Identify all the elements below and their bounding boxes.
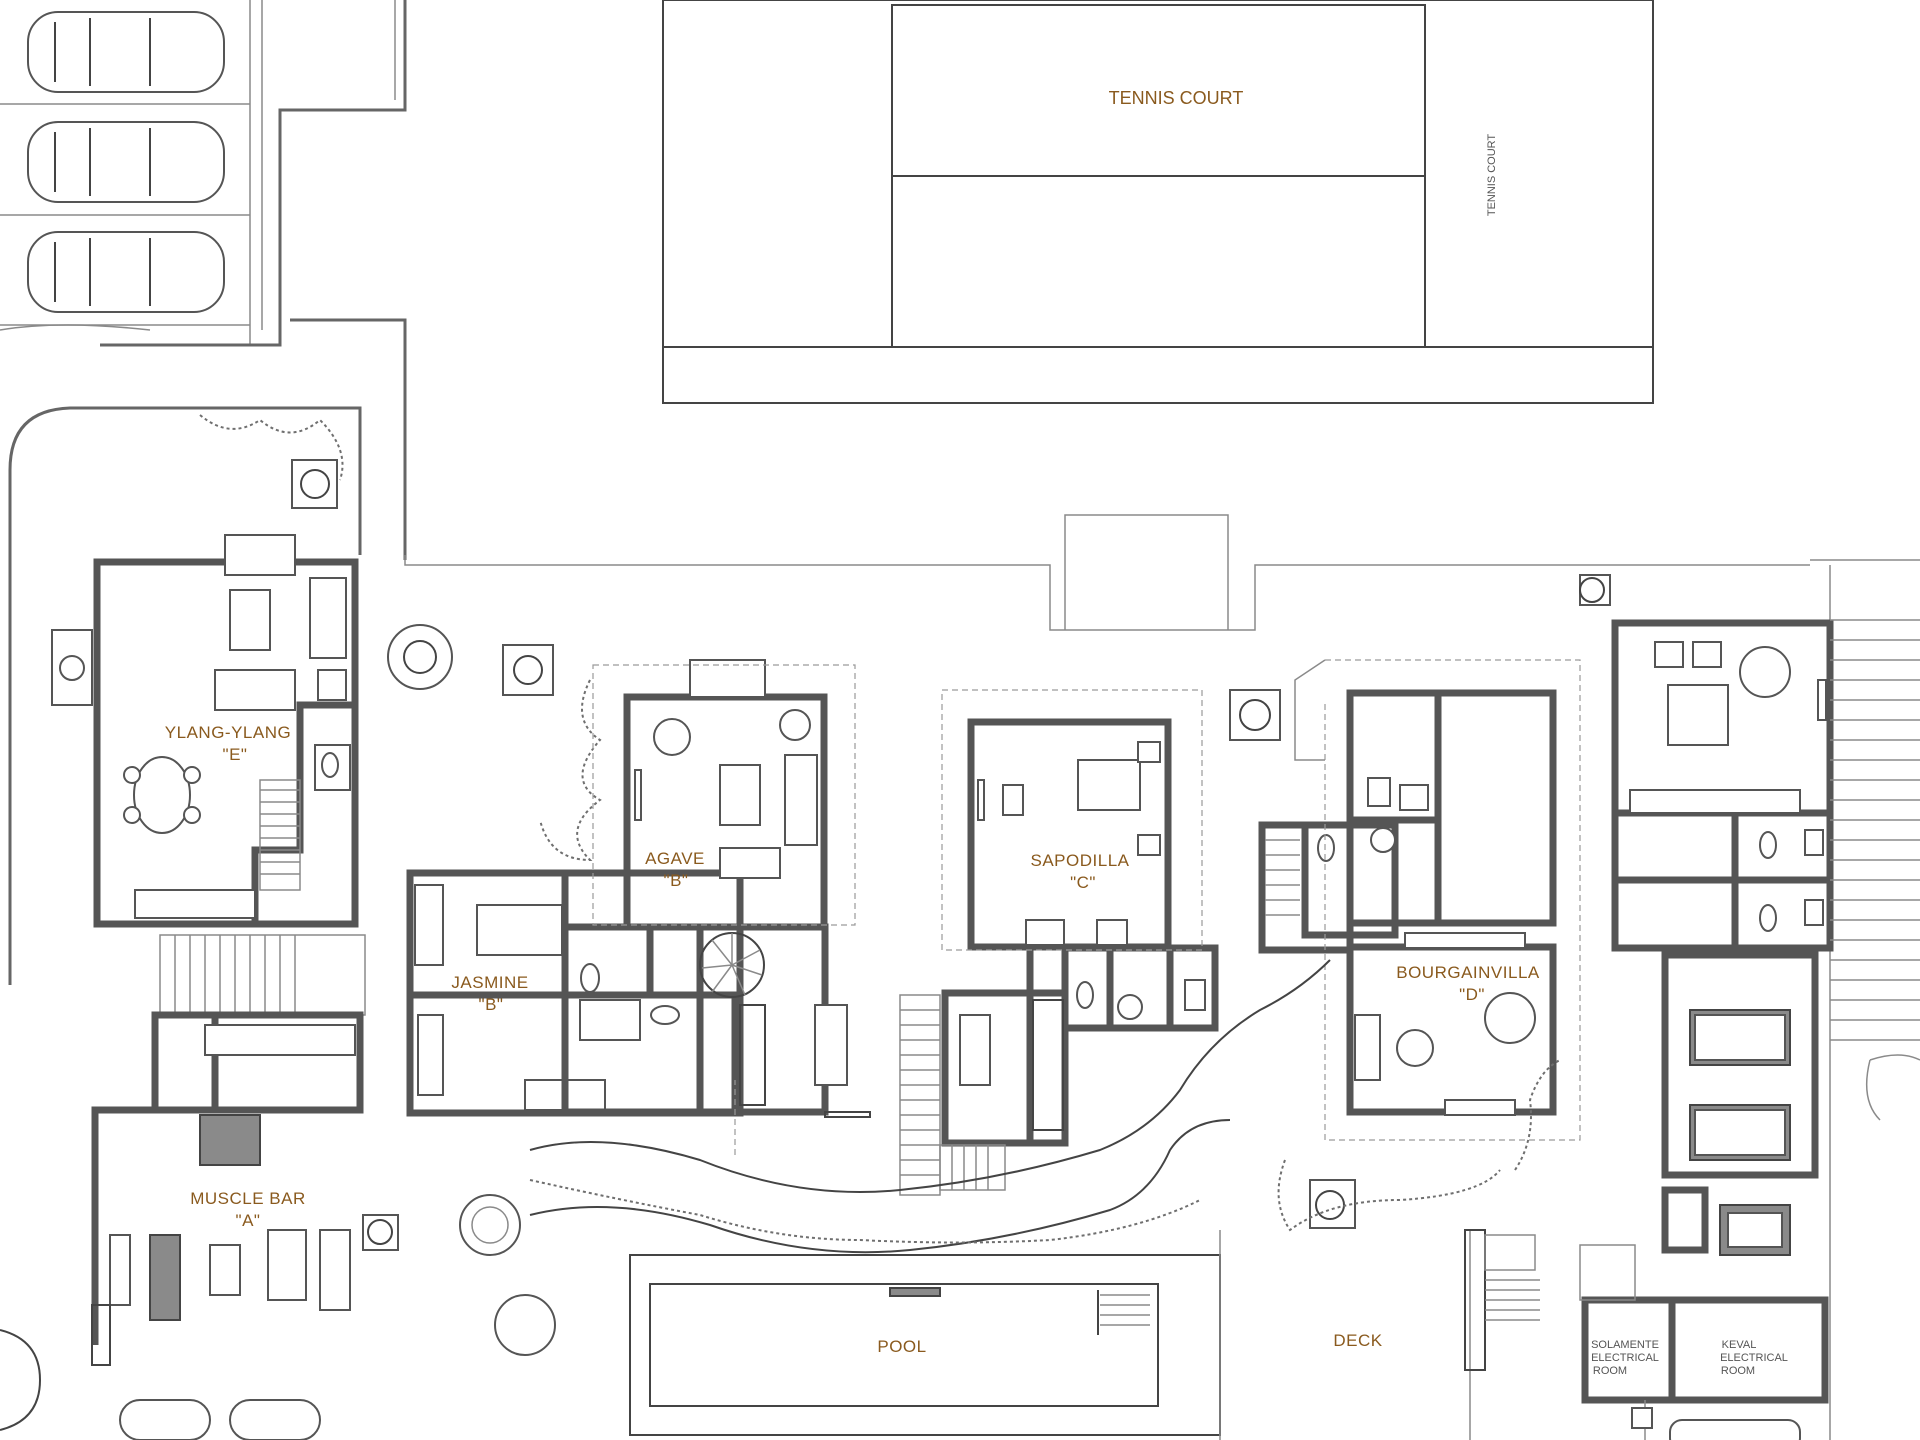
bourgainvilla-stair-bath: [1258, 821, 1399, 954]
muscle-bar-name: MUSCLE BAR: [190, 1189, 306, 1208]
solamente-room-line2: ELECTRICAL: [1591, 1352, 1659, 1364]
tennis-court: [662, 0, 1654, 404]
pool-label: POOL: [877, 1337, 926, 1356]
keval-room-line1: KEVAL: [1722, 1339, 1757, 1351]
deck-label: DECK: [1333, 1331, 1382, 1350]
tennis-court-label: TENNIS COURT: [1109, 88, 1244, 108]
ylang-ylang-code: "E": [223, 745, 248, 764]
muscle-bar-unit: [91, 1011, 364, 1366]
bourgainvilla-name: BOURGAINVILLA: [1396, 963, 1540, 982]
garden-paths: [362, 959, 1561, 1356]
dashed-outline-agave: [592, 664, 856, 1155]
garden-planter-3: [1229, 689, 1281, 741]
garden-planter-1: [199, 414, 344, 509]
car-1: [27, 11, 225, 93]
car-2: [27, 121, 225, 203]
garden-planter-2: [502, 644, 602, 862]
right-wing-beds: [1661, 951, 1819, 1256]
sapodilla-lower-wing: [941, 944, 1219, 1147]
keval-room-line2: ELECTRICAL: [1720, 1352, 1788, 1364]
agave-code: "B": [664, 871, 689, 890]
muscle-bar-code: "A": [236, 1211, 261, 1230]
site-boundary: [0, 324, 1920, 1440]
agave-unit: [623, 659, 828, 931]
sapodilla-code: "C": [1070, 873, 1096, 892]
solamente-room-line3: ROOM: [1593, 1365, 1627, 1377]
ylang-ylang-unit: [51, 534, 359, 928]
agave-lower-wing: [561, 923, 871, 1118]
bourgainvilla-unit: [1346, 689, 1557, 1116]
right-wing-unit: [1611, 619, 1834, 952]
sapodilla-name: SAPODILLA: [1031, 851, 1130, 870]
keval-room-line3: ROOM: [1721, 1365, 1755, 1377]
tennis-court-side-label: TENNIS COURT: [1486, 134, 1498, 217]
solamente-room-line1: SOLAMENTE: [1591, 1339, 1659, 1351]
corner-circle: [0, 1329, 321, 1440]
bourgainvilla-dashed-outline: [1294, 659, 1581, 1141]
fountain: [387, 624, 453, 690]
stairs-2: [899, 994, 1006, 1196]
bourgainvilla-code: "D": [1459, 985, 1485, 1004]
ylang-ylang-name: YLANG-YLANG: [165, 723, 291, 742]
jasmine-name: JASMINE: [451, 973, 528, 992]
sapodilla-dashed-outline: [941, 689, 1203, 951]
jasmine-unit: [406, 869, 744, 1117]
right-ramp: [1579, 574, 1920, 1121]
jasmine-code: "B": [479, 995, 504, 1014]
agave-name: AGAVE: [645, 849, 705, 868]
sapodilla-unit: [967, 718, 1172, 951]
deck: [1219, 1179, 1540, 1440]
car-3: [27, 231, 225, 313]
electrical-rooms: [1579, 1244, 1829, 1440]
